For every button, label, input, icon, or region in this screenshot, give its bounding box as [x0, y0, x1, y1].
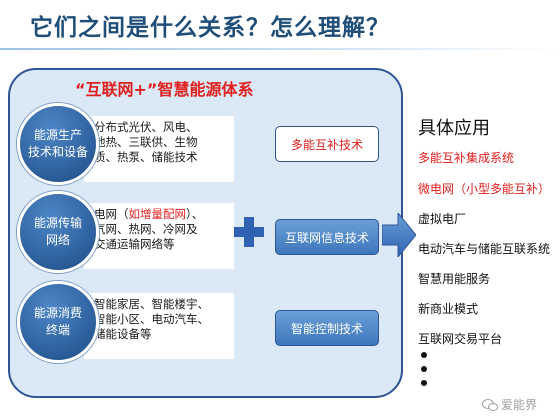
bullet-dot-icon: [421, 380, 427, 386]
plus-icon: [234, 217, 264, 247]
category-consumption-circle: 能源消费 终端: [17, 281, 99, 363]
transmission-description-highlight: 如增量配网: [128, 207, 187, 221]
applications-heading: 具体应用: [418, 118, 490, 139]
watermark: 爱能界: [482, 396, 537, 413]
application-item: 微电网（小型多能互补）: [418, 182, 551, 196]
tech-box-multi-energy: 多能互补技术: [275, 126, 379, 162]
application-item: 新商业模式: [418, 302, 479, 316]
slide-title: 它们之间是什么关系？怎么理解？: [30, 15, 390, 41]
wechat-icon: [482, 398, 498, 411]
bullet-dot-icon: [421, 352, 427, 358]
transmission-description-pre: 电网（: [94, 207, 129, 221]
title-divider: [0, 48, 560, 50]
consumption-description: 智能家居、智能楼宇、 智能小区、电动汽车、 储能设备等: [84, 293, 234, 359]
transmission-description: 电网（如增量配网）、 气网、热网、冷网及 交通运输网络等: [84, 203, 234, 269]
application-item: 多能互补集成系统: [418, 151, 515, 165]
bullet-dot-icon: [421, 366, 427, 372]
system-title: “互联网+”智慧能源体系: [75, 80, 254, 99]
application-item: 互联网交易平台: [418, 332, 503, 346]
application-item: 虚拟电厂: [418, 212, 467, 226]
application-item: 电动汽车与储能互联系统: [418, 242, 551, 256]
tech-box-internet-info: 互联网信息技术: [275, 219, 379, 255]
category-production-circle: 能源生产 技术和设备: [17, 103, 99, 185]
tech-box-smart-control: 智能控制技术: [275, 310, 379, 346]
plus-icon-bar-v: [244, 217, 254, 247]
transmission-description-post: ）、 气网、热网、冷网及 交通运输网络等: [94, 207, 204, 251]
watermark-label: 爱能界: [501, 398, 538, 412]
production-description: 分布式光伏、风电、 地热、三联供、生物 质、热泵、储能技术: [84, 116, 234, 182]
right-arrow-icon: [382, 213, 416, 257]
application-item: 智慧用能服务: [418, 272, 491, 286]
category-transmission-circle: 能源传输 网络: [17, 191, 99, 273]
